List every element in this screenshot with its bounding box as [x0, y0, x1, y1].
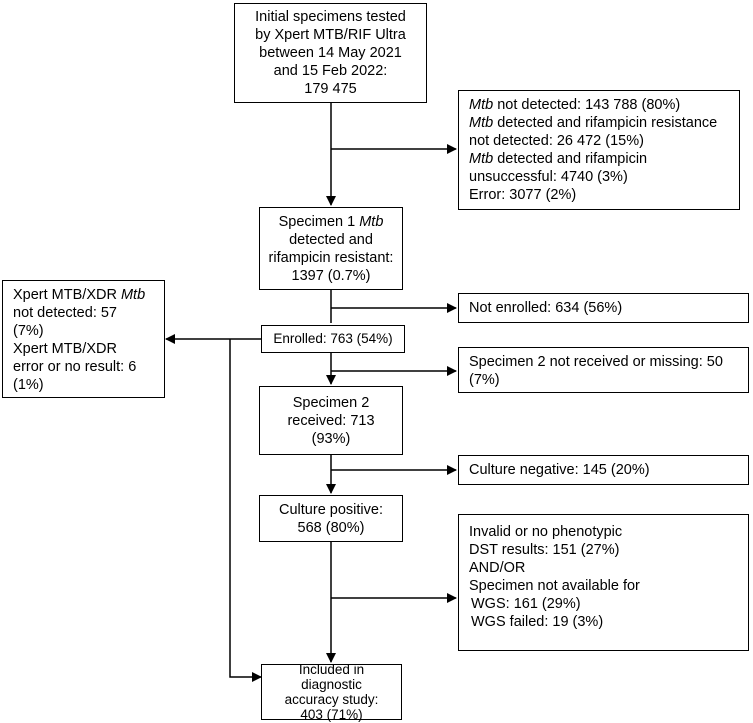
culture-positive-line-2: 568 (80%): [297, 519, 365, 536]
included-box: Included in diagnostic accuracy study: 4…: [261, 662, 402, 722]
specimen1-line-3: rifampicin resistant:: [268, 249, 394, 266]
not-enrolled-text: Not enrolled: 634 (56%): [469, 300, 623, 316]
specimen2-missing-box: Specimen 2 not received or missing: 50 (…: [458, 347, 749, 393]
included-line-1: Included in: [298, 662, 365, 677]
xdr-line-3: (7%): [13, 323, 44, 339]
included-line-2: diagnostic: [301, 677, 362, 692]
included-line-3: accuracy study:: [284, 692, 379, 707]
initial-line-2: by Xpert MTB/RIF Ultra: [255, 27, 406, 43]
excluded-line-5: unsuccessful: 4740 (3%): [469, 169, 628, 185]
enrolled-text: Enrolled: 763 (54%): [273, 331, 393, 346]
specimen2-received-box: Specimen 2 received: 713 (93%): [259, 386, 403, 455]
xdr-line-6: (1%): [13, 377, 44, 393]
initial-line-1: Initial specimens tested: [255, 9, 406, 25]
xdr-line-5: error or no result: 6: [13, 359, 137, 375]
excluded-line-1: Mtb not detected: 143 788 (80%): [469, 97, 681, 113]
xdr-line-1: Xpert MTB/XDR Mtb: [13, 287, 146, 303]
initial-line-5: 179 475: [304, 81, 357, 97]
spec2-missing-line-1: Specimen 2 not received or missing: 50: [469, 354, 723, 370]
excluded-results-box: Mtb not detected: 143 788 (80%) Mtb dete…: [458, 90, 740, 210]
specimen1-line-2: detected and: [289, 231, 373, 248]
excluded-line-3: not detected: 26 472 (15%): [469, 133, 644, 149]
excluded-line-6: Error: 3077 (2%): [469, 187, 577, 203]
enrolled-box: Enrolled: 763 (54%): [261, 325, 405, 353]
spec2-missing-line-2: (7%): [469, 372, 500, 388]
included-line-4: 403 (71%): [300, 707, 363, 722]
culture-positive-box: Culture positive: 568 (80%): [259, 495, 403, 542]
spec2-received-line-1: Specimen 2: [292, 394, 370, 411]
culture-negative-text: Culture negative: 145 (20%): [469, 462, 650, 478]
excluded-line-4: Mtb detected and rifampicin: [469, 151, 648, 167]
not-enrolled-box: Not enrolled: 634 (56%): [458, 293, 749, 323]
specimen1-line-1: Specimen 1 Mtb: [278, 213, 384, 230]
invalid-line-4: Specimen not available for: [469, 578, 640, 594]
xdr-line-2: not detected: 57: [13, 305, 117, 321]
invalid-line-3: AND/OR: [469, 560, 526, 576]
excluded-line-2: Mtb detected and rifampicin resistance: [469, 115, 718, 131]
arrow-enrolled-bypass-to-included: [229, 339, 262, 682]
invalid-dst-box: Invalid or no phenotypic DST results: 15…: [458, 514, 749, 651]
culture-negative-box: Culture negative: 145 (20%): [458, 455, 749, 485]
spec2-received-line-3: (93%): [311, 430, 351, 447]
specimen1-line-4: 1397 (0.7%): [291, 267, 371, 284]
initial-line-3: between 14 May 2021: [259, 45, 402, 61]
invalid-line-5: WGS: 161 (29%): [471, 596, 581, 612]
specimen1-box: Specimen 1 Mtb detected and rifampicin r…: [259, 207, 403, 290]
invalid-line-2: DST results: 151 (27%): [469, 542, 620, 558]
spec2-received-line-2: received: 713: [287, 412, 375, 429]
initial-line-4: and 15 Feb 2022:: [273, 63, 388, 79]
xdr-line-4: Xpert MTB/XDR: [13, 341, 117, 357]
invalid-line-6: WGS failed: 19 (3%): [471, 614, 604, 630]
initial-specimens-box: Initial specimens tested by Xpert MTB/RI…: [234, 3, 427, 103]
culture-positive-line-1: Culture positive:: [279, 501, 383, 518]
invalid-line-1: Invalid or no phenotypic: [469, 524, 623, 540]
xpert-xdr-box: Xpert MTB/XDR Mtb not detected: 57 (7%) …: [2, 280, 165, 398]
